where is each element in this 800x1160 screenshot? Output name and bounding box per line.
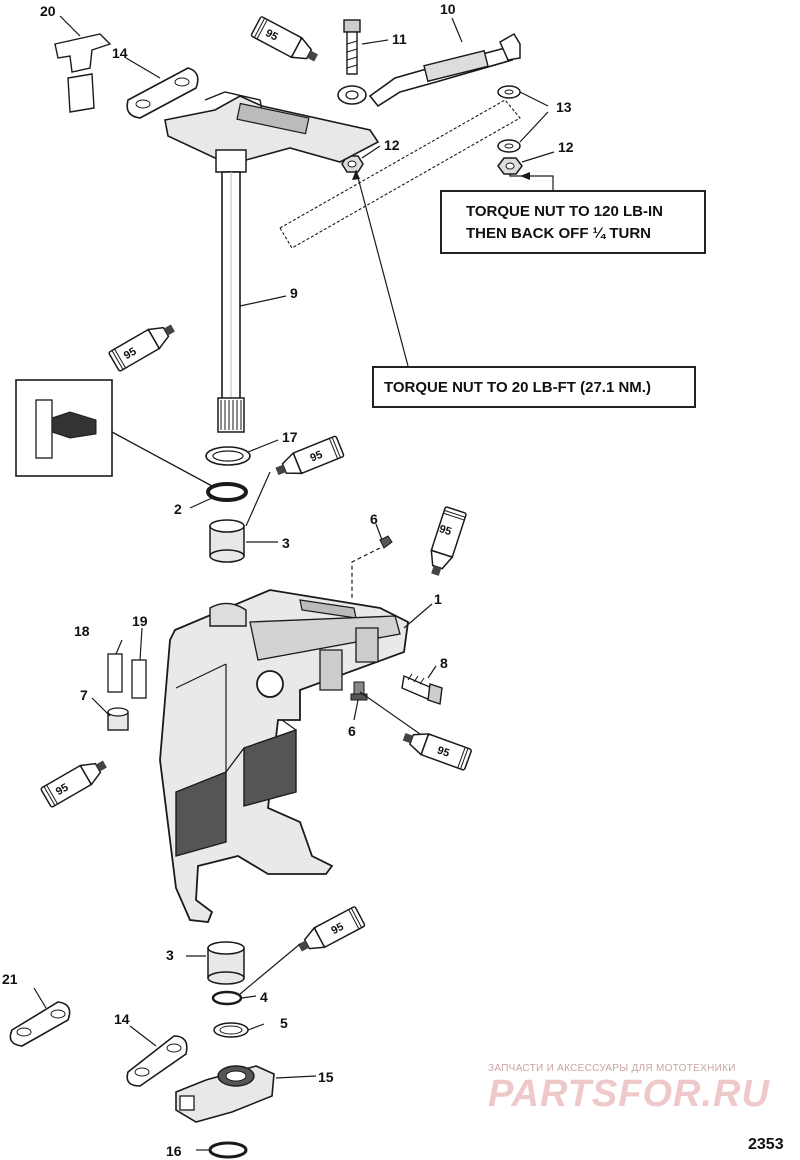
callout-5: 5 <box>280 1015 288 1031</box>
washer-lower <box>497 139 521 153</box>
callout-8: 8 <box>440 655 448 671</box>
plate-14-lower <box>126 1035 188 1087</box>
callout-labels: 20 14 10 11 13 12 12 9 17 2 3 6 1 18 19 … <box>2 1 574 1159</box>
watermark-brand: PARTSFOR.RU <box>488 1073 770 1115</box>
shim-18 <box>107 653 123 693</box>
callout-14-lower: 14 <box>114 1011 130 1027</box>
lube-tube-fitting: 95 <box>399 725 473 772</box>
callout-11: 11 <box>392 31 407 47</box>
callout-21: 21 <box>2 971 18 987</box>
figure-number: 2353 <box>748 1136 784 1153</box>
nut-center <box>341 155 364 173</box>
steering-arm <box>164 91 380 433</box>
callout-17: 17 <box>282 429 298 445</box>
leader-lines <box>33 15 555 1151</box>
arrowheads <box>352 170 530 180</box>
grease-fitting-lower <box>350 681 368 701</box>
callout-3-lower: 3 <box>166 947 174 963</box>
torque-note-120-line1: TORQUE NUT TO 120 LB-IN <box>466 203 663 220</box>
link-rod <box>337 32 521 108</box>
shim-plate-20 <box>54 33 112 113</box>
callout-13: 13 <box>556 99 572 115</box>
grease-fitting-upper <box>379 535 393 549</box>
bolt <box>343 19 361 75</box>
washer-5 <box>213 1022 249 1038</box>
callout-12-center: 12 <box>384 137 400 153</box>
seal-detail-inset <box>15 379 113 477</box>
bushing-upper <box>209 519 245 563</box>
callout-6-lower: 6 <box>348 723 356 739</box>
svg-text:95: 95 <box>263 27 279 43</box>
bolt-8 <box>401 673 443 705</box>
svg-text:95: 95 <box>308 449 324 465</box>
torque-note-120-line2: THEN BACK OFF ¼ TURN <box>466 225 651 242</box>
callout-7: 7 <box>80 687 88 703</box>
lube-tube-arm: 95 <box>107 317 180 373</box>
svg-text:95: 95 <box>122 346 139 363</box>
lube-tube-top: 95 <box>250 15 322 69</box>
watermark: ЗАПЧАСТИ И АКСЕССУАРЫ ДЛЯ МОТОТЕХНИКИ PA… <box>488 1063 788 1114</box>
snap-ring-16 <box>208 1141 248 1159</box>
plate-14-upper <box>126 67 199 119</box>
dashed-bolt-outline <box>279 99 521 249</box>
shim-19 <box>131 659 147 699</box>
watermark-tagline: ЗАПЧАСТИ И АКСЕССУАРЫ ДЛЯ МОТОТЕХНИКИ <box>488 1063 736 1074</box>
lube-tube-bushing7: 95 <box>39 753 112 809</box>
lube-tube-lower: 95 <box>294 905 366 959</box>
callout-2: 2 <box>174 501 182 517</box>
lube-tube-bracket-top: 95 <box>423 505 468 579</box>
callout-12-right: 12 <box>558 139 574 155</box>
svg-text:95: 95 <box>329 921 345 937</box>
callout-10: 10 <box>440 1 456 17</box>
o-ring-2 <box>206 482 248 502</box>
torque-note-20: TORQUE NUT TO 20 LB-FT (27.1 NM.) <box>372 366 696 408</box>
swivel-bracket <box>159 589 409 923</box>
lube-tube-seal: 95 <box>272 435 345 483</box>
svg-text:95: 95 <box>54 782 71 799</box>
torque-note-120: TORQUE NUT TO 120 LB-IN THEN BACK OFF ¼ … <box>440 190 706 254</box>
callout-19: 19 <box>132 613 148 629</box>
plate-21 <box>9 1001 71 1047</box>
callout-20: 20 <box>40 3 56 19</box>
callout-18: 18 <box>74 623 90 639</box>
dashed-grease-path <box>351 547 381 600</box>
callout-3-upper: 3 <box>282 535 290 551</box>
steering-yoke-15 <box>175 1065 275 1123</box>
callout-9: 9 <box>290 285 298 301</box>
svg-text:95: 95 <box>438 523 453 538</box>
bushing-7 <box>107 707 129 731</box>
callout-14-upper: 14 <box>112 45 128 61</box>
callout-1: 1 <box>434 591 442 607</box>
callout-4: 4 <box>260 989 268 1005</box>
o-ring-4 <box>211 990 243 1006</box>
callout-15: 15 <box>318 1069 334 1085</box>
callout-6-upper: 6 <box>370 511 378 527</box>
seal-17 <box>205 446 251 466</box>
washer-upper <box>497 85 521 99</box>
bushing-lower <box>207 941 245 985</box>
callout-16: 16 <box>166 1143 182 1159</box>
inset-leader <box>111 431 213 487</box>
nut-right <box>497 157 523 175</box>
svg-text:95: 95 <box>436 744 452 759</box>
